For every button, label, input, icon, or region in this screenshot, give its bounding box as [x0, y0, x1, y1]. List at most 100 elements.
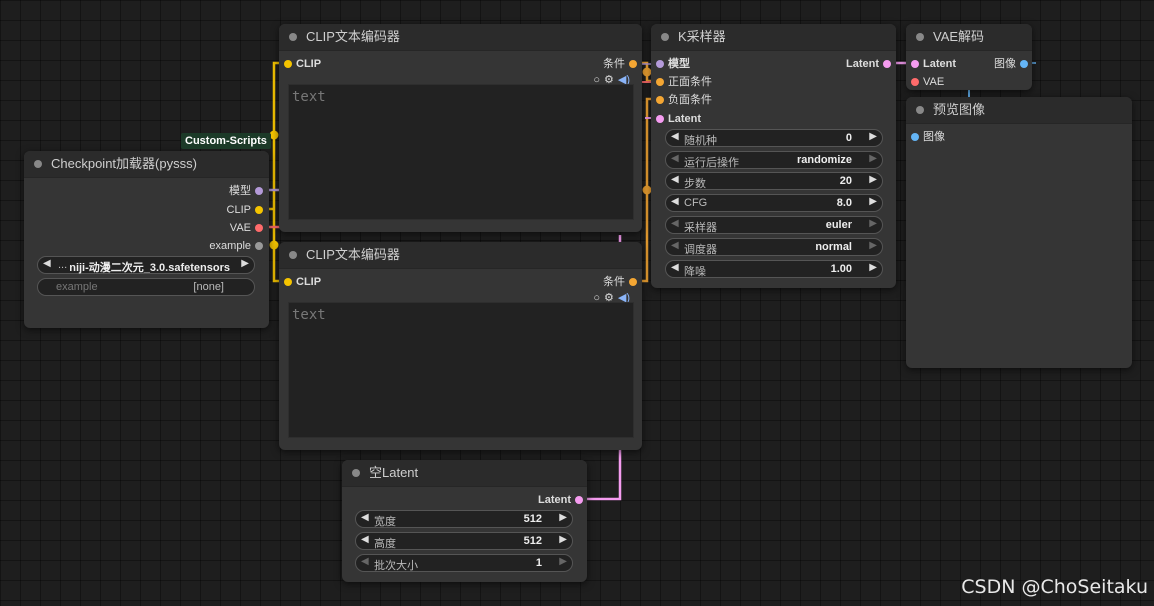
width-widget[interactable]: ◀ 宽度 512 ▶ [355, 510, 573, 528]
conditioning-pin-icon[interactable] [629, 60, 637, 68]
arrow-right-icon[interactable]: ▶ [869, 240, 877, 251]
arrow-right-icon[interactable]: ▶ [559, 512, 567, 523]
node-title[interactable]: CLIP文本编码器 [279, 242, 642, 269]
model-pin-icon[interactable] [255, 187, 263, 195]
height-widget[interactable]: ◀ 高度 512 ▶ [355, 532, 573, 550]
arrow-right-icon[interactable]: ▶ [869, 131, 877, 142]
cfg-widget[interactable]: ◀ CFG 8.0 ▶ [665, 194, 883, 212]
arrow-right-icon[interactable]: ▶ [869, 218, 877, 229]
output-conditioning[interactable]: 条件 [603, 275, 637, 289]
circle-icon[interactable]: ○ [593, 74, 600, 86]
latent-pin-icon[interactable] [911, 60, 919, 68]
steps-widget[interactable]: ◀ 步数 20 ▶ [665, 172, 883, 190]
arrow-right-icon[interactable]: ▶ [869, 196, 877, 207]
clip-pin-icon[interactable] [255, 206, 263, 214]
sampler-widget[interactable]: ◀ 采样器 euler ▶ [665, 216, 883, 234]
arrow-left-icon[interactable]: ◀ [43, 258, 51, 269]
input-vae[interactable]: VAE [911, 75, 944, 89]
output-latent[interactable]: Latent [538, 493, 583, 507]
clip-text-encode-negative-node[interactable]: CLIP文本编码器 CLIP 条件 ○⚙◀) text [279, 242, 642, 450]
input-latent[interactable]: Latent [656, 112, 701, 126]
input-clip[interactable]: CLIP [284, 57, 321, 71]
input-negative[interactable]: 负面条件 [656, 93, 712, 107]
preview-image-node[interactable]: 预览图像 图像 [906, 97, 1132, 368]
vae-decode-node[interactable]: VAE解码 Latent 图像 VAE [906, 24, 1032, 90]
clip-pin-icon[interactable] [284, 60, 292, 68]
vae-decode-title: VAE解码 [933, 29, 985, 44]
output-conditioning[interactable]: 条件 [603, 57, 637, 71]
output-latent[interactable]: Latent [846, 57, 891, 71]
collapse-dot-icon[interactable] [352, 469, 360, 477]
conditioning-pin-icon[interactable] [629, 278, 637, 286]
ksampler-node[interactable]: K采样器 模型 Latent 正面条件 负面条件 Latent ◀ 随机种 0 … [651, 24, 896, 288]
prompt-textarea[interactable]: text [288, 84, 634, 220]
speaker-icon[interactable]: ◀) [617, 74, 630, 86]
input-image[interactable]: 图像 [911, 130, 945, 144]
arrow-left-icon[interactable]: ◀ [361, 556, 369, 567]
collapse-dot-icon[interactable] [289, 33, 297, 41]
arrow-right-icon[interactable]: ▶ [559, 534, 567, 545]
clip-neg-title: CLIP文本编码器 [306, 247, 400, 262]
vae-pin-icon[interactable] [255, 224, 263, 232]
collapse-dot-icon[interactable] [34, 160, 42, 168]
conditioning-pin-icon[interactable] [656, 78, 664, 86]
model-pin-icon[interactable] [656, 60, 664, 68]
gear-icon[interactable]: ⚙ [604, 74, 614, 86]
collapse-dot-icon[interactable] [289, 251, 297, 259]
input-positive[interactable]: 正面条件 [656, 75, 712, 89]
node-title[interactable]: Checkpoint加载器(pysss) [24, 151, 269, 178]
arrow-left-icon[interactable]: ◀ [361, 534, 369, 545]
input-clip[interactable]: CLIP [284, 275, 321, 289]
collapse-dot-icon[interactable] [916, 106, 924, 114]
arrow-left-icon[interactable]: ◀ [361, 512, 369, 523]
collapse-dot-icon[interactable] [661, 33, 669, 41]
ksampler-title: K采样器 [678, 29, 726, 44]
arrow-right-icon[interactable]: ▶ [869, 174, 877, 185]
arrow-left-icon[interactable]: ◀ [671, 174, 679, 185]
arrow-left-icon[interactable]: ◀ [671, 153, 679, 164]
scheduler-widget[interactable]: ◀ 调度器 normal ▶ [665, 238, 883, 256]
arrow-left-icon[interactable]: ◀ [671, 196, 679, 207]
node-title[interactable]: K采样器 [651, 24, 896, 51]
input-latent[interactable]: Latent [911, 57, 956, 71]
conditioning-pin-icon[interactable] [656, 96, 664, 104]
output-model[interactable]: 模型 [229, 184, 263, 198]
image-pin-icon[interactable] [1020, 60, 1028, 68]
example-widget[interactable]: example [none] [37, 278, 255, 296]
prompt-textarea[interactable]: text [288, 302, 634, 438]
seed-widget[interactable]: ◀ 随机种 0 ▶ [665, 129, 883, 147]
node-title[interactable]: CLIP文本编码器 [279, 24, 642, 51]
denoise-widget[interactable]: ◀ 降噪 1.00 ▶ [665, 260, 883, 278]
ckpt-name-combo[interactable]: ◀ ... niji-动漫二次元_3.0.safetensors ▶ [37, 256, 255, 274]
arrow-right-icon[interactable]: ▶ [869, 153, 877, 164]
empty-latent-node[interactable]: 空Latent Latent ◀ 宽度 512 ▶ ◀ 高度 512 ▶ ◀ 批… [342, 460, 587, 582]
output-clip[interactable]: CLIP [227, 203, 263, 217]
batch-size-widget[interactable]: ◀ 批次大小 1 ▶ [355, 554, 573, 572]
example-pin-icon[interactable] [255, 242, 263, 250]
latent-pin-icon[interactable] [883, 60, 891, 68]
checkpoint-loader-node[interactable]: Checkpoint加载器(pysss) 模型 CLIP VAE example… [24, 151, 269, 328]
node-title[interactable]: 空Latent [342, 460, 587, 487]
control-after-generate-widget[interactable]: ◀ 运行后操作 randomize ▶ [665, 151, 883, 169]
node-title[interactable]: 预览图像 [906, 97, 1132, 124]
textarea-toolbar: ○ ⚙◀) [589, 73, 630, 86]
node-title[interactable]: VAE解码 [906, 24, 1032, 51]
latent-pin-icon[interactable] [656, 115, 664, 123]
arrow-left-icon[interactable]: ◀ [671, 262, 679, 273]
input-model[interactable]: 模型 [656, 57, 690, 71]
latent-pin-icon[interactable] [575, 496, 583, 504]
collapse-dot-icon[interactable] [916, 33, 924, 41]
clip-pin-icon[interactable] [284, 278, 292, 286]
arrow-left-icon[interactable]: ◀ [671, 240, 679, 251]
image-pin-icon[interactable] [911, 133, 919, 141]
vae-pin-icon[interactable] [911, 78, 919, 86]
output-example[interactable]: example [209, 239, 263, 253]
arrow-left-icon[interactable]: ◀ [671, 218, 679, 229]
output-vae[interactable]: VAE [230, 221, 263, 235]
output-image[interactable]: 图像 [994, 57, 1028, 71]
arrow-left-icon[interactable]: ◀ [671, 131, 679, 142]
clip-text-encode-positive-node[interactable]: CLIP文本编码器 CLIP 条件 ○ ⚙◀) text [279, 24, 642, 232]
arrow-right-icon[interactable]: ▶ [559, 556, 567, 567]
arrow-right-icon[interactable]: ▶ [241, 258, 249, 269]
arrow-right-icon[interactable]: ▶ [869, 262, 877, 273]
